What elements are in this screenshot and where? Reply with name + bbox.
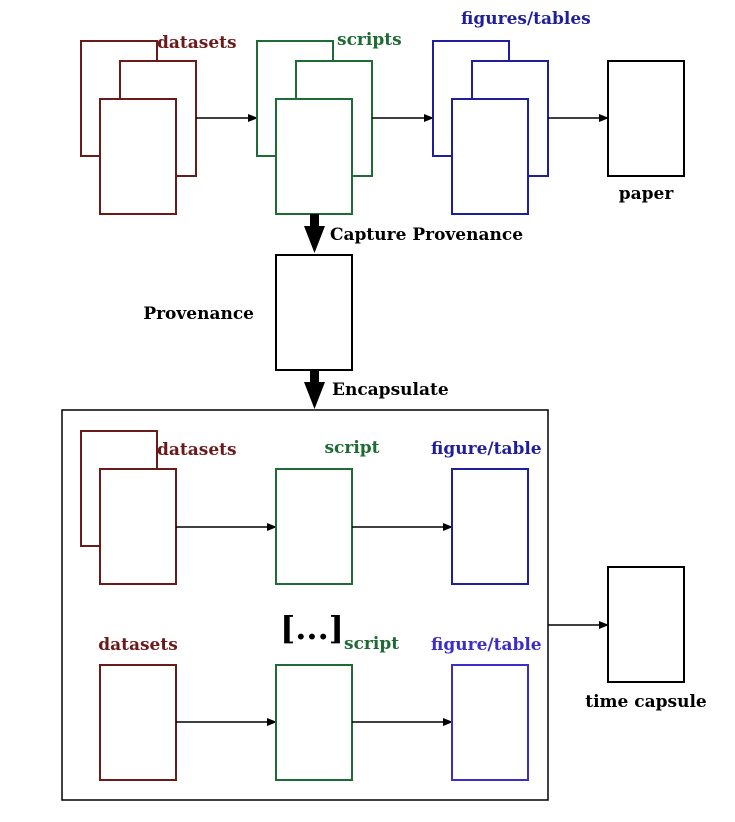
capsule-row1-figure-label: figure/table	[431, 439, 542, 459]
paper-page	[607, 60, 685, 177]
top-scripts-stack	[256, 40, 373, 215]
encapsulate-arrow	[304, 370, 325, 409]
capsule-row2-script-label: script	[344, 634, 399, 654]
capture-arrow	[304, 214, 325, 253]
capsule-row2-dataset-page	[99, 664, 177, 781]
top-scripts-label: scripts	[337, 30, 402, 50]
time-capsule-page	[607, 566, 685, 683]
top-datasets-stack	[80, 40, 197, 215]
time-capsule-label: time capsule	[585, 692, 707, 712]
capsule-row2-script-page	[275, 664, 353, 781]
encapsulate-label: Encapsulate	[332, 380, 449, 400]
top-datasets-label: datasets	[157, 33, 237, 53]
capture-provenance-label: Capture Provenance	[330, 225, 523, 245]
capsule-row2-figure-label: figure/table	[431, 635, 542, 655]
capsule-row1-script-page	[275, 468, 353, 585]
capsule-frame	[61, 409, 549, 801]
figure-page-front	[451, 98, 529, 215]
capsule-row1-script-label: script	[324, 438, 379, 458]
capsule-row2-figure-page	[451, 664, 529, 781]
script-page-front	[275, 98, 353, 215]
provenance-page	[275, 254, 353, 371]
capsule-row1-figure-page	[451, 468, 529, 585]
paper-label: paper	[619, 184, 675, 204]
top-figures-label: figures/tables	[461, 9, 591, 29]
capsule-ellipsis: [...]	[280, 609, 344, 647]
dataset-page-front	[99, 98, 177, 215]
capsule-row2-datasets-label: datasets	[98, 635, 178, 655]
capsule-row1-datasets-stack	[80, 430, 177, 585]
capsule-row1-datasets-label: datasets	[157, 440, 237, 460]
provenance-label: Provenance	[143, 304, 254, 324]
top-figures-stack	[432, 40, 549, 215]
capsule-dataset-page-front	[99, 468, 177, 585]
